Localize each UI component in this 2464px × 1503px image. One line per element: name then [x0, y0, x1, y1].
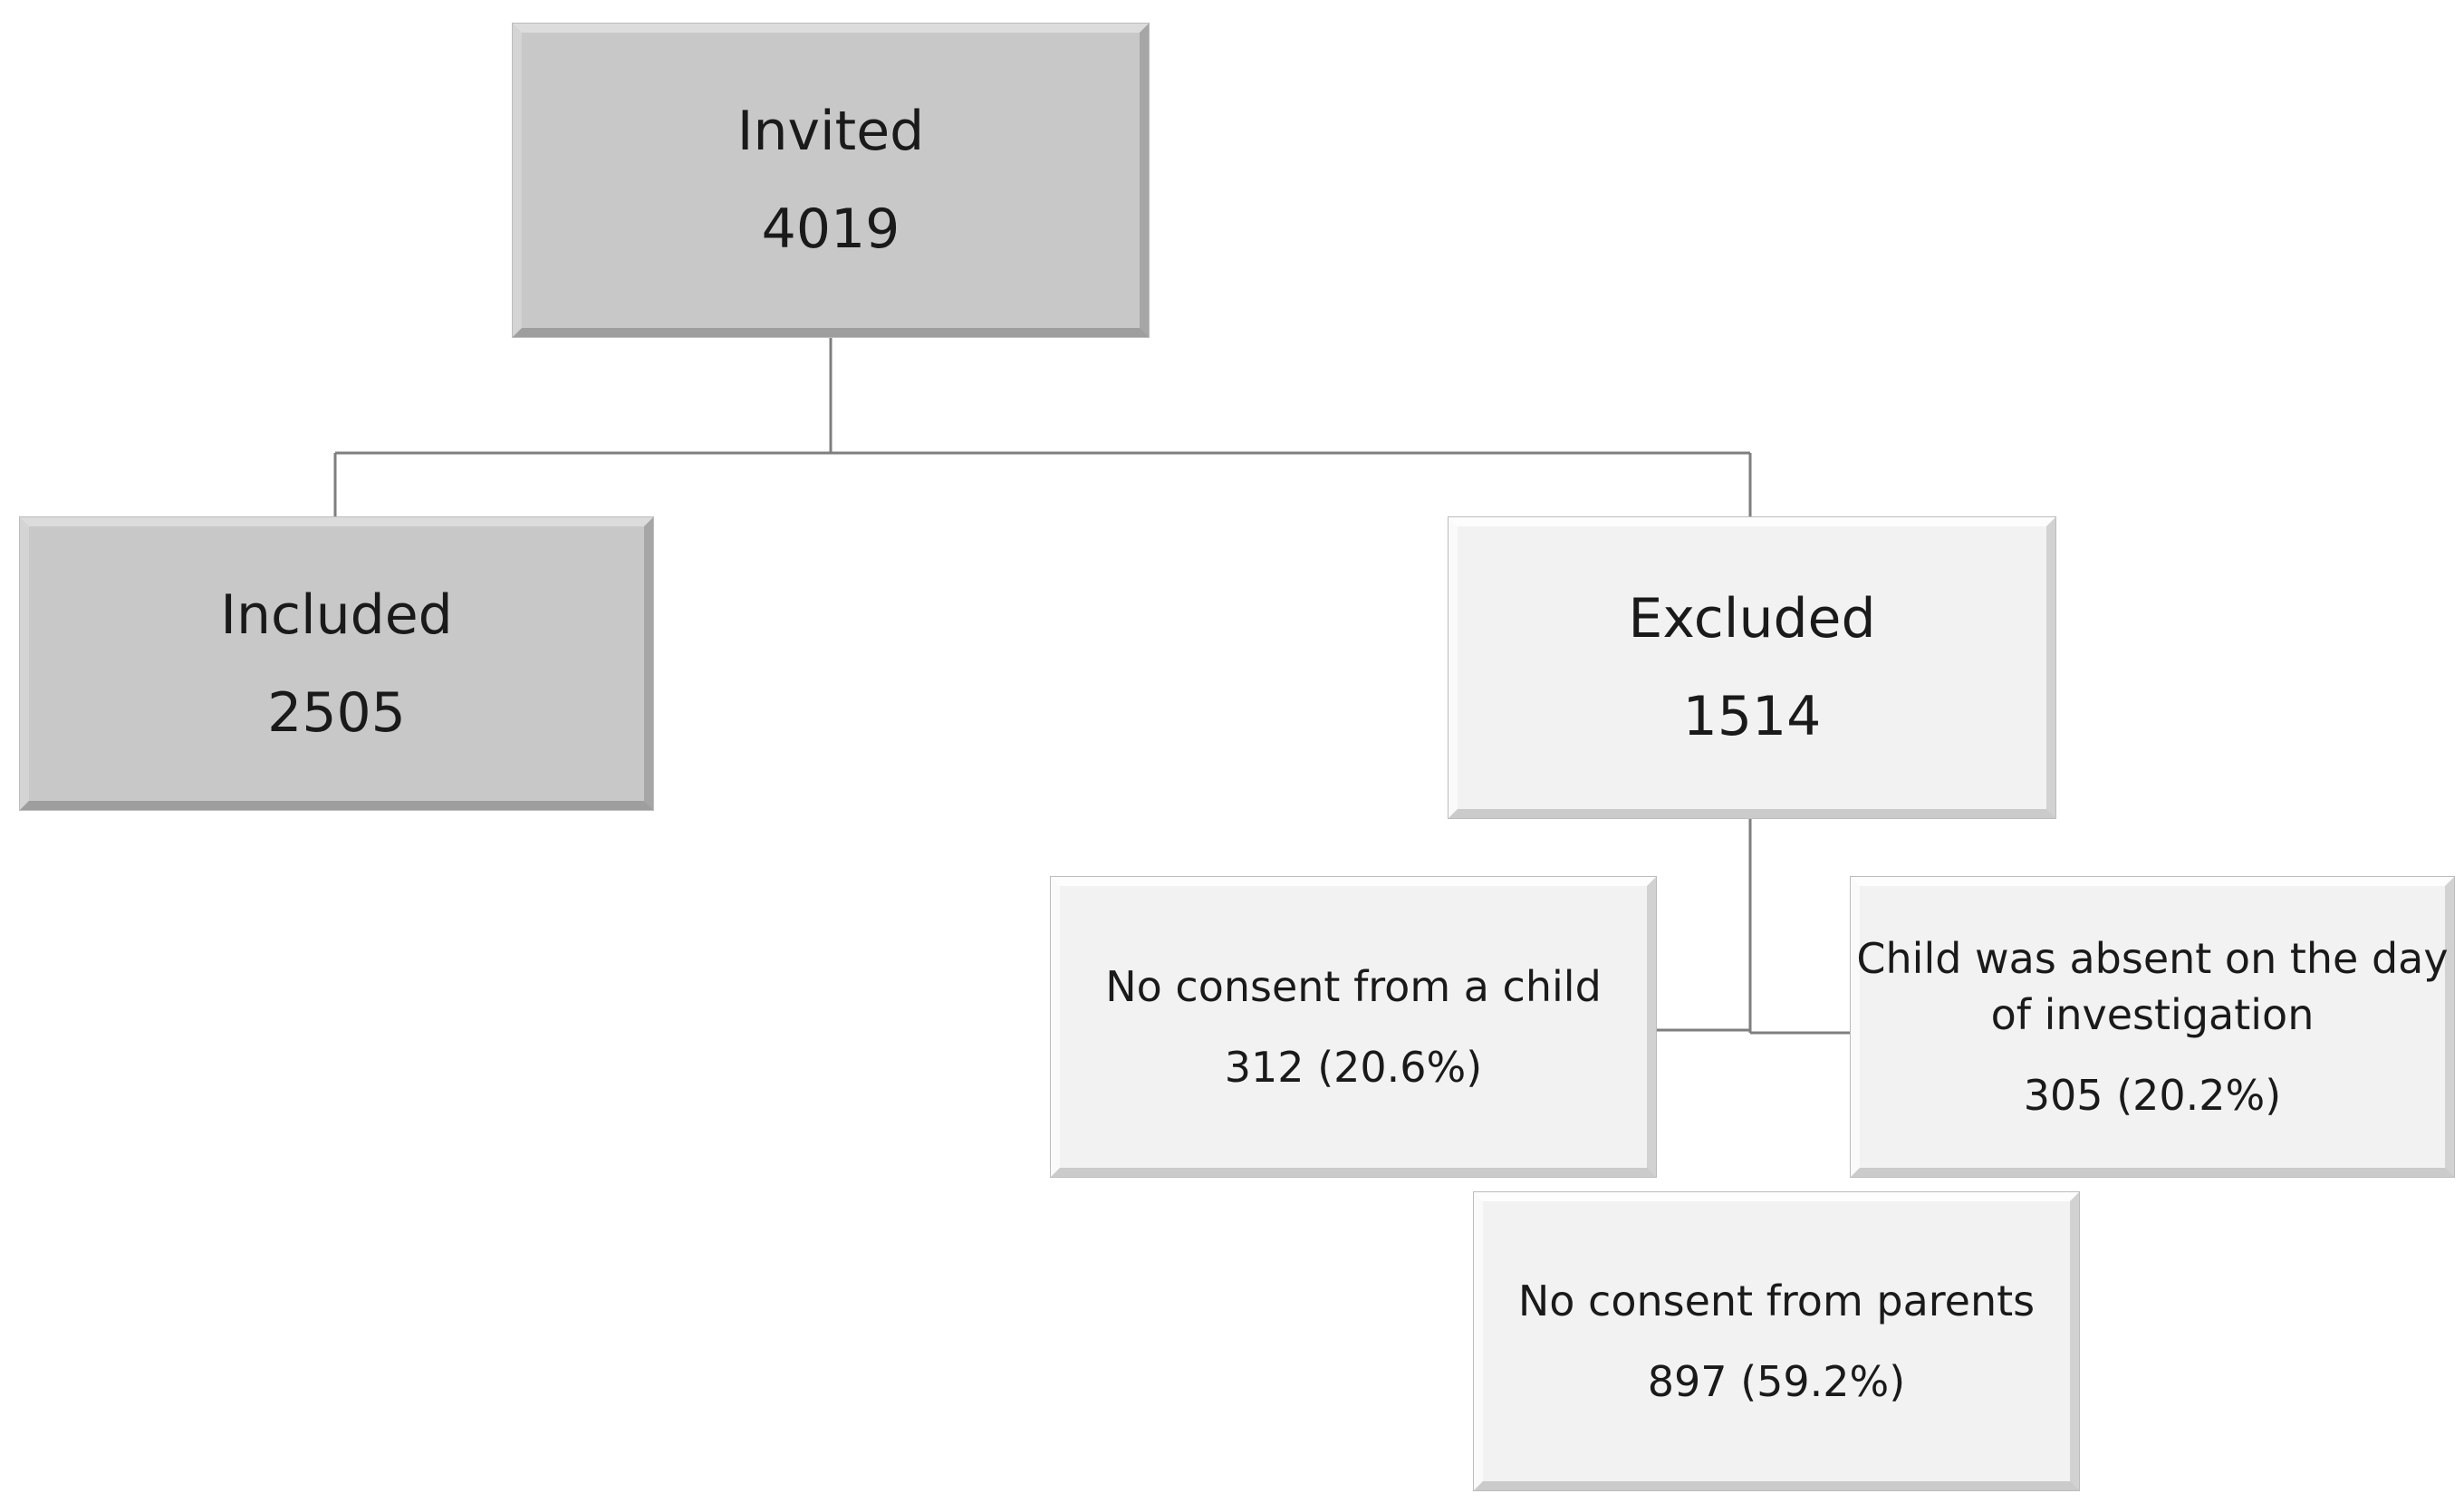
no-consent-parents-count: 897 (59.2%): [1647, 1356, 1906, 1406]
no-consent-parents-box: No consent from parents 897 (59.2%): [1473, 1191, 2080, 1491]
absent-label-line2: of investigation: [1990, 990, 2315, 1040]
absent-box: Child was absent on the day of investiga…: [1850, 876, 2455, 1178]
excluded-count: 1514: [1682, 685, 1822, 748]
excluded-box: Excluded 1514: [1448, 516, 2056, 819]
no-consent-child-count: 312 (20.6%): [1224, 1042, 1483, 1092]
no-consent-parents-label: No consent from parents: [1517, 1277, 2036, 1326]
no-consent-child-box: No consent from a child 312 (20.6%): [1050, 876, 1657, 1178]
invited-box: Invited 4019: [512, 23, 1150, 338]
included-label: Included: [220, 583, 453, 647]
invited-label: Invited: [736, 100, 925, 163]
absent-label-line1: Child was absent on the day: [1856, 934, 2449, 984]
no-consent-child-label: No consent from a child: [1105, 962, 1602, 1012]
included-box: Included 2505: [19, 516, 654, 811]
absent-count: 305 (20.2%): [2023, 1070, 2282, 1120]
invited-count: 4019: [761, 198, 900, 261]
excluded-label: Excluded: [1628, 587, 1876, 650]
included-count: 2505: [267, 680, 406, 745]
